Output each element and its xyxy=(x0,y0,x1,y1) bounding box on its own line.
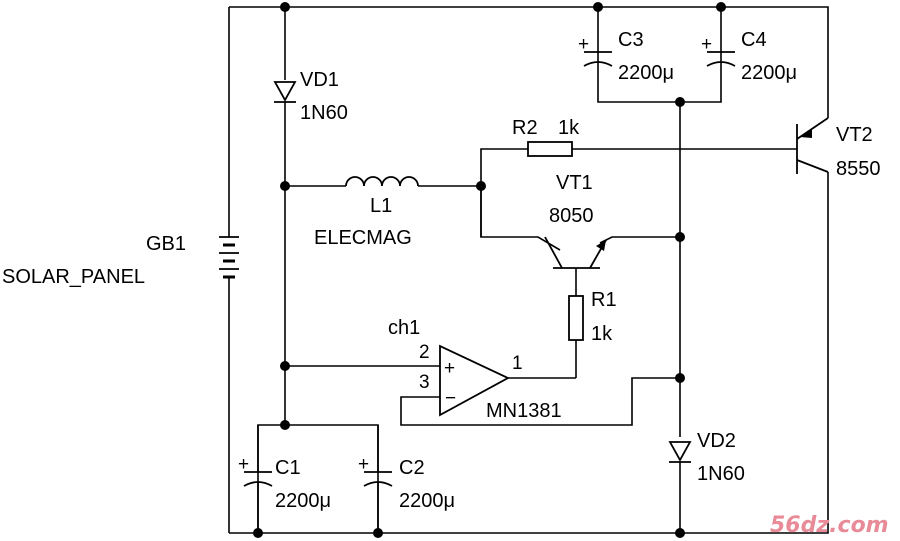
vt1-ref: VT1 xyxy=(556,172,593,194)
vd1-ref: VD1 xyxy=(300,69,339,91)
junctions xyxy=(253,2,726,538)
inductor-l1: L1 ELECMAG xyxy=(314,176,419,249)
l1-value: ELECMAG xyxy=(314,227,412,249)
gb1-value: SOLAR_PANEL xyxy=(2,266,145,288)
capacitor-c3: + C3 2200μ xyxy=(578,29,674,84)
diode-vd1: VD1 1N60 xyxy=(273,69,348,124)
gb1-ref: GB1 xyxy=(146,233,186,255)
resistor-r2: R2 1k xyxy=(512,117,580,157)
r1-ref: R1 xyxy=(591,289,617,311)
c1-value: 2200μ xyxy=(275,490,331,512)
l1-ref: L1 xyxy=(370,195,392,217)
capacitor-c2: + C2 2200μ xyxy=(358,454,455,533)
c1-ref: C1 xyxy=(275,457,301,479)
resistor-r1: R1 1k xyxy=(568,289,617,345)
vd2-ref: VD2 xyxy=(697,430,736,452)
capacitor-c1: + C1 2200μ xyxy=(238,454,331,533)
c3-value: 2200μ xyxy=(618,62,674,84)
opamp-pin-2: 2 xyxy=(419,342,430,363)
c3-ref: C3 xyxy=(618,29,644,51)
vt1-value: 8050 xyxy=(549,205,594,227)
vd2-value: 1N60 xyxy=(697,463,745,485)
opamp-ch1: + − 2 3 1 ch1 MN1381 xyxy=(388,317,562,422)
vt2-value: 8550 xyxy=(836,158,881,180)
r1-value: 1k xyxy=(591,323,613,345)
ch1-ref: ch1 xyxy=(388,317,420,339)
ch1-value: MN1381 xyxy=(486,400,562,422)
r2-value: 1k xyxy=(558,117,580,139)
opamp-plus-sign: + xyxy=(444,358,455,379)
vt2-ref: VT2 xyxy=(836,124,873,146)
c4-polarity: + xyxy=(701,34,712,55)
c2-value: 2200μ xyxy=(399,490,455,512)
opamp-minus-sign: − xyxy=(445,388,456,409)
c2-polarity: + xyxy=(358,454,369,475)
opamp-pin-3: 3 xyxy=(419,372,430,393)
vd1-value: 1N60 xyxy=(300,102,348,124)
r2-ref: R2 xyxy=(512,117,538,139)
transistor-vt2: VT2 8550 xyxy=(796,117,881,180)
c4-value: 2200μ xyxy=(741,62,797,84)
battery-gb1: GB1 SOLAR_PANEL xyxy=(2,233,239,288)
c3-polarity: + xyxy=(578,34,589,55)
c1-polarity: + xyxy=(238,454,249,475)
watermark-text: 56dz.com xyxy=(770,513,889,538)
capacitor-c4: + C4 2200μ xyxy=(701,29,797,84)
c4-ref: C4 xyxy=(741,29,767,51)
opamp-pin-1: 1 xyxy=(512,353,523,374)
diode-vd2: VD2 1N60 xyxy=(668,430,745,485)
c2-ref: C2 xyxy=(399,457,425,479)
transistor-vt1: VT1 8050 xyxy=(544,172,607,269)
